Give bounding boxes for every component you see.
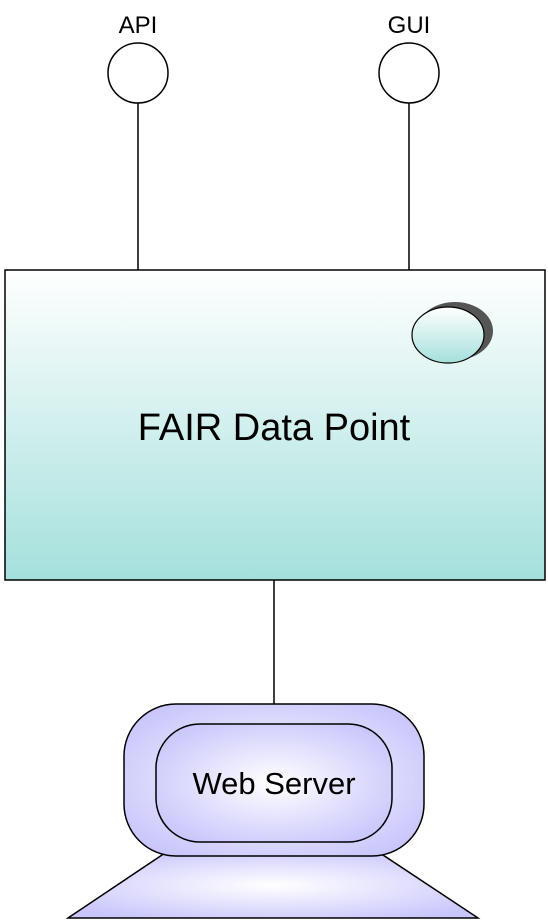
interface-gui-lollipop: [378, 42, 440, 104]
interface-api-label: API: [119, 12, 158, 39]
component-label: FAIR Data Point: [138, 407, 411, 449]
web-server-screen-inner: [155, 723, 393, 843]
web-server-base: [65, 852, 481, 919]
fair-data-point-component: FAIR Data Point: [4, 269, 546, 581]
interface-api-lollipop: [107, 42, 169, 104]
web-server-label: Web Server: [192, 766, 355, 801]
interface-api: API: [107, 12, 169, 270]
component-icon: [411, 306, 485, 364]
interface-gui: GUI: [378, 12, 440, 270]
web-server-node: Web Server: [65, 703, 481, 919]
interface-gui-label: GUI: [388, 12, 431, 39]
